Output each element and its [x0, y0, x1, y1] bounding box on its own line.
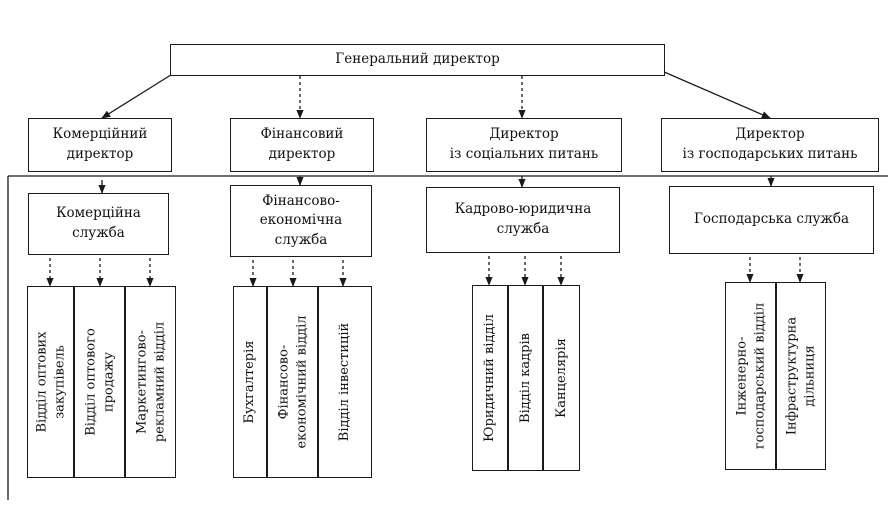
dept-label: Маркетингово- рекламний відділ [133, 321, 167, 443]
dept-label: Канцелярія [553, 338, 569, 418]
general-director-box: Генеральний директор [170, 44, 665, 76]
dept-box-personnel: Відділ кадрів [508, 285, 543, 471]
dept-box-accounting: Бухгалтерія [233, 286, 267, 478]
director-box-economic: Директор із господарських питань [661, 118, 879, 172]
dept-box-finance-economic: Фінансово- економічний відділ [267, 286, 318, 478]
dept-box-engineering: Інженерно- господарський відділ [725, 282, 776, 470]
service-box-economic: Господарська служба [669, 186, 874, 254]
service-box-hr-legal: Кадрово-юридична служба [426, 187, 620, 253]
service-box-commercial: Комерційна служба [28, 193, 169, 255]
dept-box-marketing: Маркетингово- рекламний відділ [125, 286, 176, 478]
dept-box-legal: Юридичний відділ [472, 285, 508, 471]
arrow-root-to-economic [654, 67, 771, 119]
director-box-commercial: Комерційний директор [28, 118, 172, 172]
dept-label: Інфраструктурна дільниця [784, 316, 817, 436]
dept-box-chancellery: Канцелярія [543, 285, 580, 471]
director-box-social: Директор із соціальних питань [426, 118, 622, 172]
dept-label: Відділ оптових закупівель [33, 331, 67, 433]
dept-box-infrastructure: Інфраструктурна дільниця [776, 282, 826, 470]
dept-label: Відділ кадрів [517, 333, 533, 423]
dept-label: Фінансово- економічний відділ [275, 315, 309, 449]
arrow-root-to-commercial [101, 67, 183, 119]
dept-label: Юридичний відділ [482, 314, 498, 442]
dept-box-investments: Відділ інвестицій [318, 286, 372, 478]
dept-box-wholesale-purchasing: Відділ оптових закупівель [27, 286, 74, 478]
service-box-financial: Фінансово- економічна служба [230, 185, 372, 257]
dept-label: Інженерно- господарський відділ [733, 302, 767, 450]
dept-label: Бухгалтерія [242, 340, 258, 424]
dept-box-wholesale-sales: Відділ оптового продажу [74, 286, 125, 478]
dept-label: Відділ оптового продажу [82, 328, 116, 436]
dept-label: Відділ інвестицій [337, 322, 353, 442]
director-box-financial: Фінансовий директор [230, 118, 374, 172]
